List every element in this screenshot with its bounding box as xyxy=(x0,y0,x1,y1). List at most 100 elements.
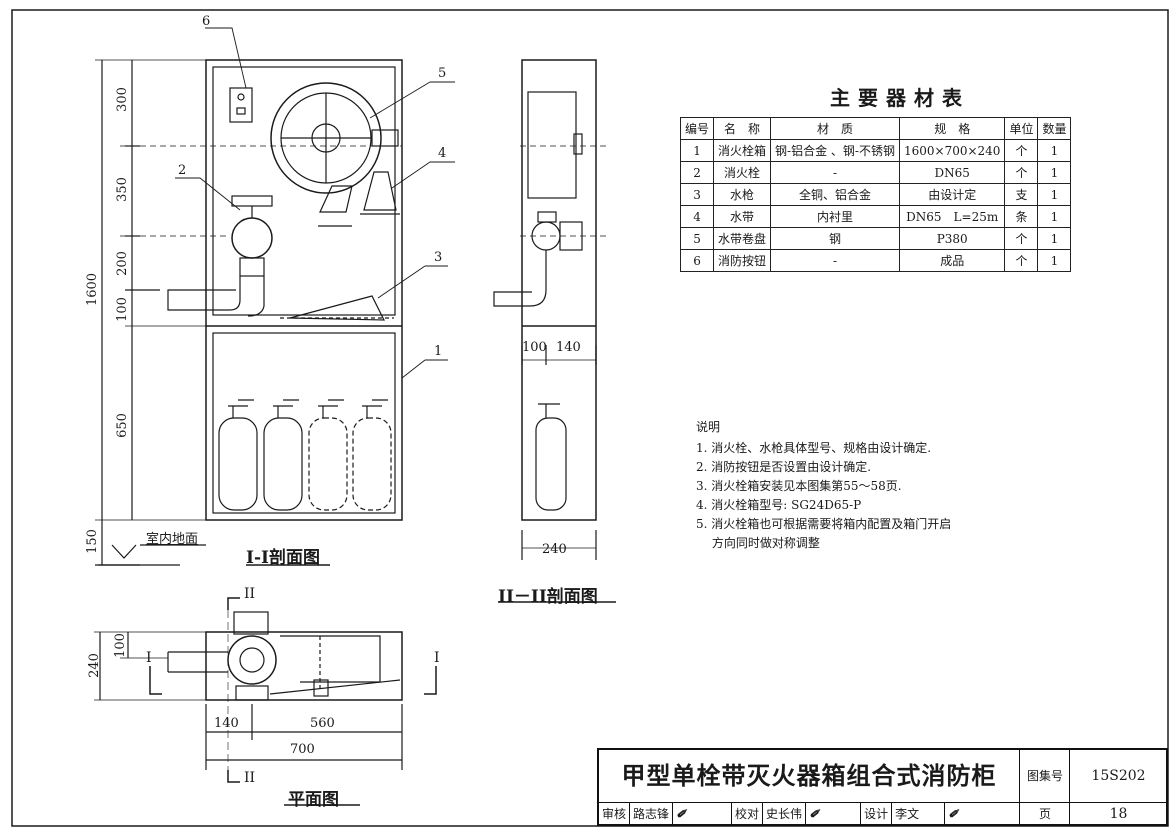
hose-reel xyxy=(270,82,399,194)
table-cell: 2 xyxy=(679,161,715,184)
table-cell: 个 xyxy=(1004,227,1039,250)
dim-350: 350 xyxy=(114,177,130,202)
table-cell: 全铜、铝合金 xyxy=(770,183,900,206)
table-cell: 个 xyxy=(1004,161,1039,184)
signature-row: 审核 路志锋 ✐ 校对 史长伟 ✐ 设计 李文 ✐ xyxy=(599,802,1019,826)
hose-holder-left xyxy=(319,185,353,213)
table-cell: 1 xyxy=(1037,227,1072,250)
page-label: 页 xyxy=(1019,802,1070,826)
table-cell: 1 xyxy=(1037,139,1072,162)
table-cell: 1 xyxy=(1037,183,1072,206)
side-hose-reel xyxy=(527,91,577,199)
table-cell: 内衬里 xyxy=(770,205,900,228)
floor-label: 室内地面 xyxy=(146,532,199,547)
fire-nozzle xyxy=(289,295,385,321)
table-cell: 个 xyxy=(1004,139,1039,162)
dim-plan-560: 560 xyxy=(310,716,335,731)
table-cell: 消火栓 xyxy=(713,161,772,184)
section-1-title: I-I剖面图 xyxy=(246,548,320,568)
table-cell: 1600×700×240 xyxy=(898,139,1006,162)
table-cell: DN65 L=25m xyxy=(898,205,1006,228)
check-signature: ✐ xyxy=(806,802,862,826)
lower-compartment xyxy=(212,332,396,514)
plan-cabinet-outline xyxy=(205,631,403,701)
note-item: 4. 消火栓箱型号: SG24D65-P xyxy=(696,498,862,512)
note-item: 3. 消火栓箱安装见本图集第55～58页. xyxy=(696,479,902,493)
table-cell: 1 xyxy=(1037,161,1072,184)
table-cell: 支 xyxy=(1004,183,1039,206)
table-cell: 1 xyxy=(679,139,715,162)
dim-100: 100 xyxy=(114,297,130,322)
cut-mark-bottom: II xyxy=(244,770,256,786)
hose-holder-right xyxy=(363,171,397,211)
col-header: 单位 xyxy=(1004,117,1039,140)
design-label: 设计 xyxy=(861,802,893,826)
callout-3: 3 xyxy=(434,250,443,265)
callout-1: 1 xyxy=(434,344,443,359)
table-cell: 6 xyxy=(679,249,715,272)
design-signature: ✐ xyxy=(948,807,959,821)
cut-mark-top: II xyxy=(244,586,256,602)
table-cell: 成品 xyxy=(898,249,1006,272)
dim-650: 650 xyxy=(114,413,130,438)
drawing-title: 甲型单栓带灭火器箱组合式消防柜 xyxy=(599,750,1020,803)
notes-block: 说明 1. 消火栓、水枪具体型号、规格由设计确定. 2. 消防按钮是否设置由设计… xyxy=(696,418,951,553)
cut-mark-left: I xyxy=(146,650,152,666)
table-cell: 5 xyxy=(679,227,715,250)
col-header: 名 称 xyxy=(713,117,772,140)
table-cell: 3 xyxy=(679,183,715,206)
table-cell: 钢-铝合金 、钢-不锈钢 xyxy=(770,139,900,162)
section-1-view xyxy=(95,27,455,566)
table-cell: P380 xyxy=(898,227,1006,250)
dim-plan-140: 140 xyxy=(214,716,239,731)
side-cabinet-outline xyxy=(521,59,597,521)
check-name: 史长伟 xyxy=(763,802,807,826)
dim-1600: 1600 xyxy=(85,272,101,307)
hydrant-valve xyxy=(167,195,273,317)
dim-side-140: 140 xyxy=(556,340,581,355)
sheet-border xyxy=(11,9,1169,827)
atlas-number: 15S202 xyxy=(1069,750,1167,803)
table-cell: 水带卷盘 xyxy=(713,227,772,250)
col-header: 规 格 xyxy=(898,117,1006,140)
table-cell: 水枪 xyxy=(713,183,772,206)
dim-plan-240: 240 xyxy=(86,653,102,678)
dim-300: 300 xyxy=(114,87,130,112)
cut-mark-right: I xyxy=(434,650,440,666)
table-cell: 1 xyxy=(1037,249,1072,272)
check-label: 校对 xyxy=(732,802,764,826)
callout-6: 6 xyxy=(202,14,211,29)
section-2-view xyxy=(493,59,616,603)
fire-button-box xyxy=(229,87,253,123)
plan-title: 平面图 xyxy=(288,790,339,810)
review-signature: ✐ xyxy=(673,802,733,826)
table-cell: 4 xyxy=(679,205,715,228)
plan-view xyxy=(94,597,437,806)
col-header: 编号 xyxy=(679,117,715,140)
materials-table-title: 主要器材表 xyxy=(830,86,970,110)
col-header: 数量 xyxy=(1037,117,1072,140)
fire-extinguishers xyxy=(218,399,392,511)
callout-4: 4 xyxy=(438,146,447,161)
table-cell: 条 xyxy=(1004,205,1039,228)
table-cell: 水带 xyxy=(713,205,772,228)
callout-5: 5 xyxy=(438,66,447,81)
dim-150: 150 xyxy=(84,529,100,554)
title-block: 甲型单栓带灭火器箱组合式消防柜 图集号 15S202 页 18 审核 路志锋 ✐… xyxy=(597,748,1168,826)
table-cell: 消火栓箱 xyxy=(713,139,772,162)
table-cell: DN65 xyxy=(898,161,1006,184)
table-cell: 钢 xyxy=(770,227,900,250)
table-cell: - xyxy=(770,161,900,184)
dim-plan-700: 700 xyxy=(290,742,315,757)
table-cell: 消防按钮 xyxy=(713,249,772,272)
col-header: 材 质 xyxy=(770,117,900,140)
atlas-label: 图集号 xyxy=(1019,750,1070,803)
